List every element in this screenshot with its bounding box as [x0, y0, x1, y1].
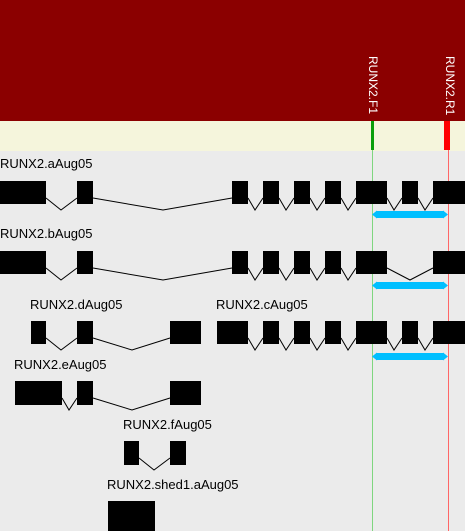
exon	[294, 321, 310, 344]
exon	[433, 251, 465, 274]
intron-line	[92, 397, 171, 411]
exon	[325, 321, 341, 344]
exon	[0, 251, 46, 274]
intron-line	[309, 337, 326, 351]
primer-ruler	[0, 121, 465, 151]
transcript-d-track[interactable]	[31, 321, 201, 351]
intron-line	[92, 197, 233, 211]
intron-line	[386, 197, 403, 211]
exon	[232, 181, 248, 204]
intron-line	[92, 337, 171, 351]
exon	[433, 321, 465, 344]
header-band	[0, 0, 465, 121]
exon	[402, 181, 418, 204]
transcript-f-track[interactable]	[124, 441, 186, 471]
exon	[402, 321, 418, 344]
intron-line	[247, 197, 264, 211]
transcript-b-track[interactable]	[0, 251, 465, 290]
intron-line	[45, 267, 78, 281]
intron-line	[278, 267, 295, 281]
exon	[77, 381, 93, 405]
intron-line	[278, 197, 295, 211]
transcript-a-track[interactable]	[0, 181, 465, 219]
intron-line	[309, 197, 326, 211]
primer-f1-marker[interactable]	[371, 121, 374, 150]
exon	[31, 321, 46, 344]
exon	[356, 251, 387, 274]
intron-line	[45, 197, 78, 211]
primer-f1-label: RUNX2.F1	[366, 56, 380, 115]
exon	[263, 251, 279, 274]
primer-r1-marker[interactable]	[444, 121, 450, 150]
exon	[0, 181, 46, 204]
exon	[124, 441, 139, 465]
intron-line	[138, 457, 171, 471]
exon	[170, 381, 201, 405]
intron-line	[417, 197, 434, 211]
exon	[325, 181, 341, 204]
exon	[433, 181, 465, 204]
intron-line	[386, 337, 403, 351]
transcript-label[interactable]: RUNX2.shed1.aAug05	[107, 477, 239, 492]
intron-line	[340, 337, 357, 351]
exon	[217, 321, 248, 344]
primer-r1-label: RUNX2.R1	[443, 56, 457, 116]
intron-line	[61, 397, 78, 411]
exon	[356, 181, 387, 204]
exon	[108, 501, 155, 531]
transcript-e-track[interactable]	[15, 381, 201, 411]
transcript-c-track[interactable]	[217, 321, 465, 361]
intron-line	[309, 267, 326, 281]
intron-line	[278, 337, 295, 351]
intron-line	[247, 267, 264, 281]
intron-line	[92, 267, 233, 281]
exon	[170, 321, 201, 344]
exon	[263, 321, 279, 344]
pcr-product[interactable]	[372, 352, 448, 361]
exon	[77, 181, 93, 204]
intron-line	[45, 337, 78, 351]
transcript-shed1-track[interactable]	[108, 501, 155, 531]
transcript-label[interactable]: RUNX2.dAug05	[30, 297, 123, 312]
intron-line	[340, 197, 357, 211]
exon	[77, 251, 93, 274]
transcript-label[interactable]: RUNX2.aAug05	[0, 156, 93, 171]
intron-line	[340, 267, 357, 281]
intron-line	[247, 337, 264, 351]
intron-line	[417, 337, 434, 351]
exon	[294, 181, 310, 204]
transcript-label[interactable]: RUNX2.cAug05	[216, 297, 308, 312]
transcript-label[interactable]: RUNX2.fAug05	[123, 417, 212, 432]
exon	[77, 321, 93, 344]
exon	[325, 251, 341, 274]
transcript-label[interactable]: RUNX2.bAug05	[0, 226, 93, 241]
pcr-product[interactable]	[372, 281, 448, 290]
exon	[263, 181, 279, 204]
exon	[356, 321, 387, 344]
exon	[232, 251, 248, 274]
intron-line	[386, 267, 434, 281]
transcript-label[interactable]: RUNX2.eAug05	[14, 357, 107, 372]
pcr-product[interactable]	[372, 210, 448, 219]
exon	[170, 441, 186, 465]
exon	[294, 251, 310, 274]
exon	[15, 381, 62, 405]
